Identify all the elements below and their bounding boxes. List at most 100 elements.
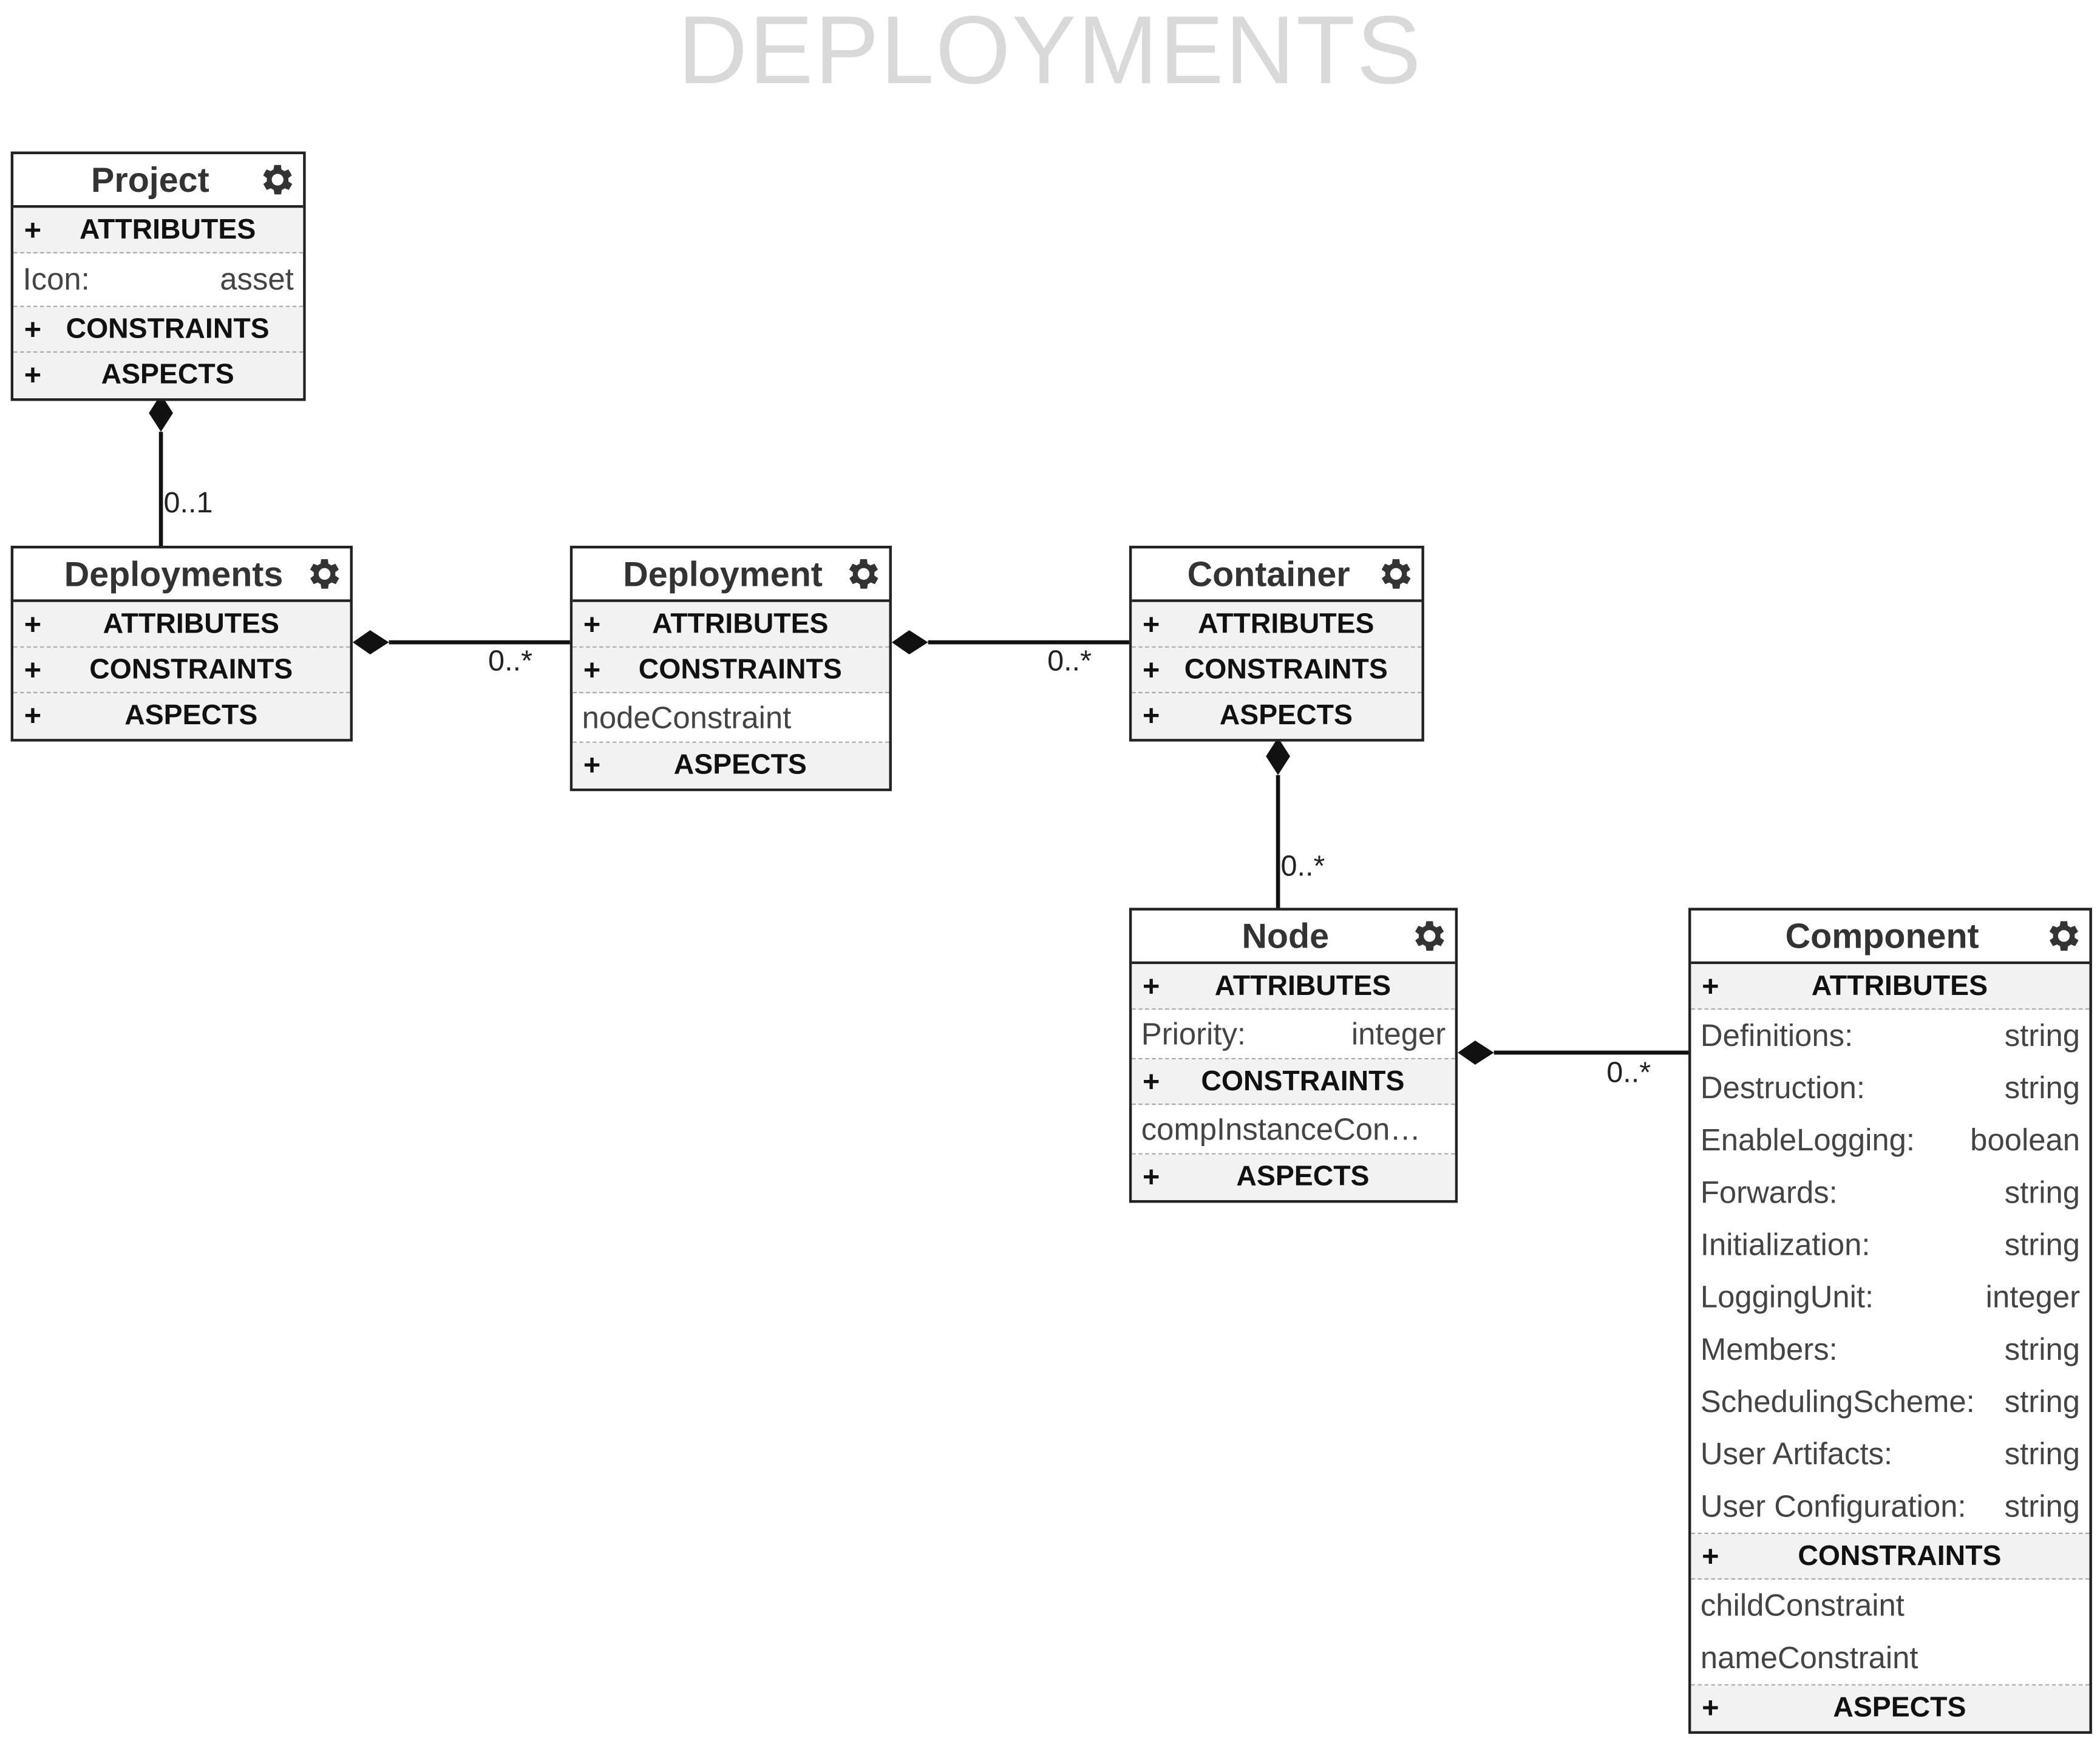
- attribute-type: integer: [1985, 1279, 2081, 1314]
- attribute-type: boolean: [1970, 1122, 2081, 1158]
- aspects-section-toggle[interactable]: +ASPECTS: [1132, 1154, 1455, 1200]
- expand-plus: +: [583, 652, 601, 686]
- attribute-type: string: [2004, 1436, 2081, 1472]
- aspects-section-toggle[interactable]: +ASPECTS: [573, 742, 889, 789]
- expand-plus: +: [1702, 1538, 1719, 1572]
- constraint-row[interactable]: nodeConstraint: [573, 693, 889, 742]
- class-header[interactable]: Container: [1132, 548, 1422, 602]
- section-label: ATTRIBUTES: [1811, 970, 1988, 1001]
- gear-icon[interactable]: [2044, 916, 2084, 956]
- expand-plus: +: [24, 698, 42, 733]
- attribute-name: Forwards:: [1700, 1174, 1838, 1210]
- section-label: CONSTRAINTS: [1184, 653, 1388, 685]
- attribute-row[interactable]: SchedulingScheme: string: [1691, 1376, 2089, 1428]
- attribute-type: string: [2004, 1488, 2081, 1524]
- expand-plus: +: [1142, 606, 1160, 640]
- gear-icon[interactable]: [843, 554, 883, 594]
- attribute-list: Priority:integer: [1132, 1010, 1455, 1060]
- attribute-name: User Artifacts:: [1700, 1436, 1893, 1472]
- attribute-row[interactable]: LoggingUnit:integer: [1691, 1271, 2089, 1323]
- constraints-section-toggle[interactable]: +CONSTRAINTS: [13, 307, 304, 353]
- attribute-row[interactable]: User Configuration: string: [1691, 1481, 2089, 1533]
- class-header[interactable]: Node: [1132, 911, 1455, 965]
- composition-diamond: [352, 630, 389, 654]
- constraint-name: nameConstraint: [1700, 1640, 1918, 1675]
- section-label: ATTRIBUTES: [1214, 970, 1392, 1001]
- gear-icon[interactable]: [304, 554, 344, 594]
- class-box-node[interactable]: Node +ATTRIBUTES Priority:integer +CONST…: [1129, 908, 1458, 1203]
- attribute-name: Initialization:: [1700, 1227, 1871, 1262]
- class-name: Container: [1187, 553, 1350, 594]
- attributes-section-toggle[interactable]: +ATTRIBUTES: [573, 602, 889, 648]
- composition-diamond: [1266, 737, 1290, 775]
- expand-plus: +: [1142, 652, 1160, 686]
- class-box-container[interactable]: Container +ATTRIBUTES + CONSTRAINTS +ASPE…: [1129, 546, 1424, 742]
- attribute-type: string: [2004, 1383, 2081, 1419]
- class-box-deployments[interactable]: Deployments +ATTRIBUTES +CONSTRAINTS +AS…: [10, 546, 353, 742]
- constraint-row[interactable]: compInstanceCon…: [1132, 1105, 1455, 1153]
- aspects-section-toggle[interactable]: +ASPECTS: [13, 352, 304, 399]
- aspects-section-toggle[interactable]: +ASPECTS: [1132, 693, 1422, 739]
- class-box-project[interactable]: Project + ATTRIBUTES Icon:asset +CONSTRAI…: [10, 151, 306, 401]
- attribute-type: string: [2004, 1070, 2081, 1105]
- attribute-row[interactable]: Definitions:string: [1691, 1010, 2089, 1062]
- class-box-deployment[interactable]: Deployment +ATTRIBUTES + CONSTRAINTS node…: [569, 546, 892, 792]
- attribute-row[interactable]: User Artifacts: string: [1691, 1428, 2089, 1480]
- class-name: Deployments: [64, 553, 284, 594]
- class-name: Project: [91, 158, 209, 200]
- class-header[interactable]: Component: [1691, 911, 2090, 965]
- constraint-row[interactable]: childConstraint: [1691, 1580, 2089, 1632]
- expand-plus: +: [1142, 1159, 1160, 1193]
- attributes-section-toggle[interactable]: + ATTRIBUTES: [13, 208, 304, 254]
- attribute-list: Definitions:string Destruction: string En…: [1691, 1010, 2090, 1534]
- class-header[interactable]: Deployment: [573, 548, 889, 602]
- gear-icon[interactable]: [1410, 916, 1450, 956]
- constraints-section-toggle[interactable]: +CONSTRAINTS: [1691, 1533, 2090, 1580]
- multiplicity-label: 0..1: [163, 485, 213, 519]
- attribute-name: EnableLogging:: [1700, 1122, 1915, 1158]
- attribute-row[interactable]: EnableLogging: boolean: [1691, 1115, 2089, 1167]
- constraint-row[interactable]: nameConstraint: [1691, 1632, 2089, 1684]
- gear-icon[interactable]: [1376, 554, 1416, 594]
- aspects-section-toggle[interactable]: +ASPECTS: [13, 693, 350, 739]
- section-label: ATTRIBUTES: [79, 214, 256, 245]
- section-label: CONSTRAINTS: [66, 313, 270, 344]
- attributes-section-toggle[interactable]: +ATTRIBUTES: [1132, 602, 1422, 648]
- class-name: Deployment: [623, 553, 823, 594]
- constraint-name: compInstanceCon…: [1141, 1111, 1421, 1146]
- attribute-name: Destruction:: [1700, 1070, 1865, 1105]
- attributes-section-toggle[interactable]: +ATTRIBUTES: [1132, 964, 1455, 1010]
- gear-icon[interactable]: [257, 160, 297, 200]
- attributes-section-toggle[interactable]: +ATTRIBUTES: [13, 602, 350, 648]
- attribute-row[interactable]: Members:string: [1691, 1323, 2089, 1376]
- composition-diamond: [891, 630, 928, 654]
- section-label: CONSTRAINTS: [89, 653, 293, 685]
- attributes-section-toggle[interactable]: +ATTRIBUTES: [1691, 964, 2090, 1010]
- section-label: ATTRIBUTES: [103, 608, 279, 639]
- multiplicity-label: 0..*: [1280, 849, 1325, 883]
- expand-plus: +: [24, 212, 42, 246]
- attribute-name: Icon:: [22, 261, 90, 297]
- attribute-row[interactable]: Icon:asset: [13, 253, 303, 305]
- class-header[interactable]: Project: [13, 154, 304, 208]
- attribute-row[interactable]: Initialization:string: [1691, 1219, 2089, 1271]
- attribute-name: User Configuration:: [1700, 1488, 1966, 1524]
- composition-diamond: [1458, 1040, 1494, 1065]
- attribute-row[interactable]: Priority:integer: [1132, 1010, 1455, 1058]
- attribute-name: SchedulingScheme:: [1700, 1383, 1975, 1419]
- class-header[interactable]: Deployments: [13, 548, 350, 602]
- attribute-row[interactable]: Forwards:string: [1691, 1167, 2089, 1219]
- constraints-section-toggle[interactable]: +CONSTRAINTS: [13, 647, 350, 694]
- class-box-component[interactable]: Component +ATTRIBUTES Definitions:string…: [1688, 908, 2092, 1734]
- section-label: ASPECTS: [673, 749, 807, 781]
- constraints-section-toggle[interactable]: + CONSTRAINTS: [573, 647, 889, 694]
- constraints-section-toggle[interactable]: + CONSTRAINTS: [1132, 647, 1422, 694]
- attribute-row[interactable]: Destruction: string: [1691, 1062, 2089, 1114]
- class-name: Component: [1785, 915, 1979, 956]
- section-label: CONSTRAINTS: [638, 653, 842, 685]
- attribute-type: integer: [1351, 1016, 1446, 1051]
- constraint-list: compInstanceCon…: [1132, 1105, 1455, 1155]
- aspects-section-toggle[interactable]: +ASPECTS: [1691, 1685, 2090, 1731]
- constraints-section-toggle[interactable]: +CONSTRAINTS: [1132, 1059, 1455, 1105]
